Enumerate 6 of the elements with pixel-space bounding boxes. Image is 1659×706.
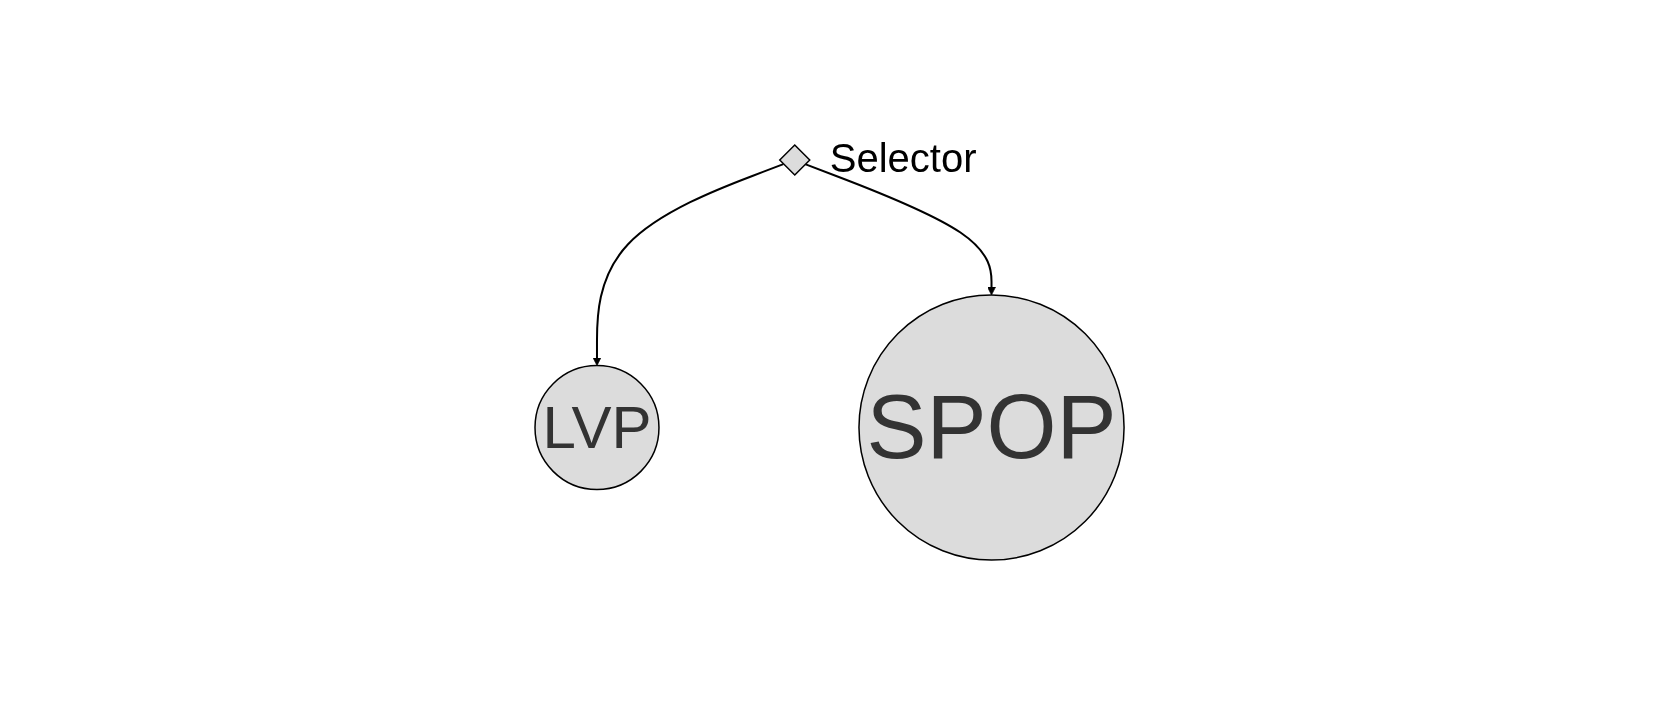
node-circle: LVP (534, 365, 660, 491)
arrow (592, 163, 785, 367)
arrow (804, 163, 996, 296)
node-caption: Selector (829, 136, 977, 182)
node-diamond (778, 144, 811, 177)
node-circle: SPOP (858, 294, 1125, 562)
